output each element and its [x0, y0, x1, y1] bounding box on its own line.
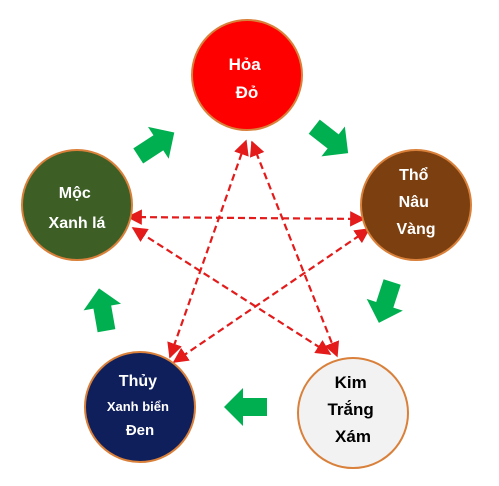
control-line-earth-water	[172, 228, 371, 363]
label-fire-line-1: Hỏa	[229, 55, 262, 74]
node-wood-circle	[21, 149, 133, 261]
label-metal-line-1: Kim	[335, 373, 367, 392]
node-water-circle	[84, 351, 196, 463]
label-earth-line-1: Thổ	[399, 166, 429, 184]
label-water: Thủy Xanh biển Đen	[107, 373, 173, 439]
generating-cycle-arrows	[83, 119, 403, 426]
label-earth-line-2: Nâu	[399, 194, 429, 211]
label-earth-line-3: Vàng	[396, 221, 435, 238]
control-line-wood-earth	[126, 209, 366, 227]
label-fire: Hỏa Đỏ	[229, 55, 266, 102]
label-water-line-2: Xanh biển	[107, 399, 169, 414]
label-water-line-3: Đen	[126, 422, 154, 439]
control-line-water-fire	[167, 139, 249, 359]
element-nodes	[21, 19, 472, 469]
label-wood-line-1: Mộc	[59, 185, 91, 202]
arrow-water-to-wood	[83, 288, 122, 333]
controlling-cycle-lines	[126, 139, 371, 363]
node-fire-circle	[191, 19, 303, 131]
label-fire-line-2: Đỏ	[236, 83, 259, 102]
label-metal-line-3: Xám	[335, 427, 371, 446]
label-wood: Mộc Xanh lá	[49, 185, 106, 232]
label-earth: Thổ Nâu Vàng	[396, 166, 435, 238]
node-metal-circle	[297, 357, 409, 469]
arrow-metal-to-water	[224, 388, 267, 426]
arrow-earth-to-metal	[366, 279, 403, 323]
element-labels: Hỏa Đỏ Thổ Nâu Vàng Kim Trắng Xám Thủy X…	[49, 55, 436, 446]
arrow-wood-to-fire	[133, 126, 175, 164]
control-line-fire-metal	[249, 140, 340, 358]
label-water-line-1: Thủy	[119, 373, 157, 390]
node-earth-circle	[360, 149, 472, 261]
control-line-metal-wood	[131, 227, 332, 355]
label-metal-line-2: Trắng	[327, 400, 373, 419]
label-wood-line-2: Xanh lá	[49, 215, 106, 232]
label-metal: Kim Trắng Xám	[327, 373, 378, 446]
arrow-fire-to-earth	[308, 119, 349, 157]
